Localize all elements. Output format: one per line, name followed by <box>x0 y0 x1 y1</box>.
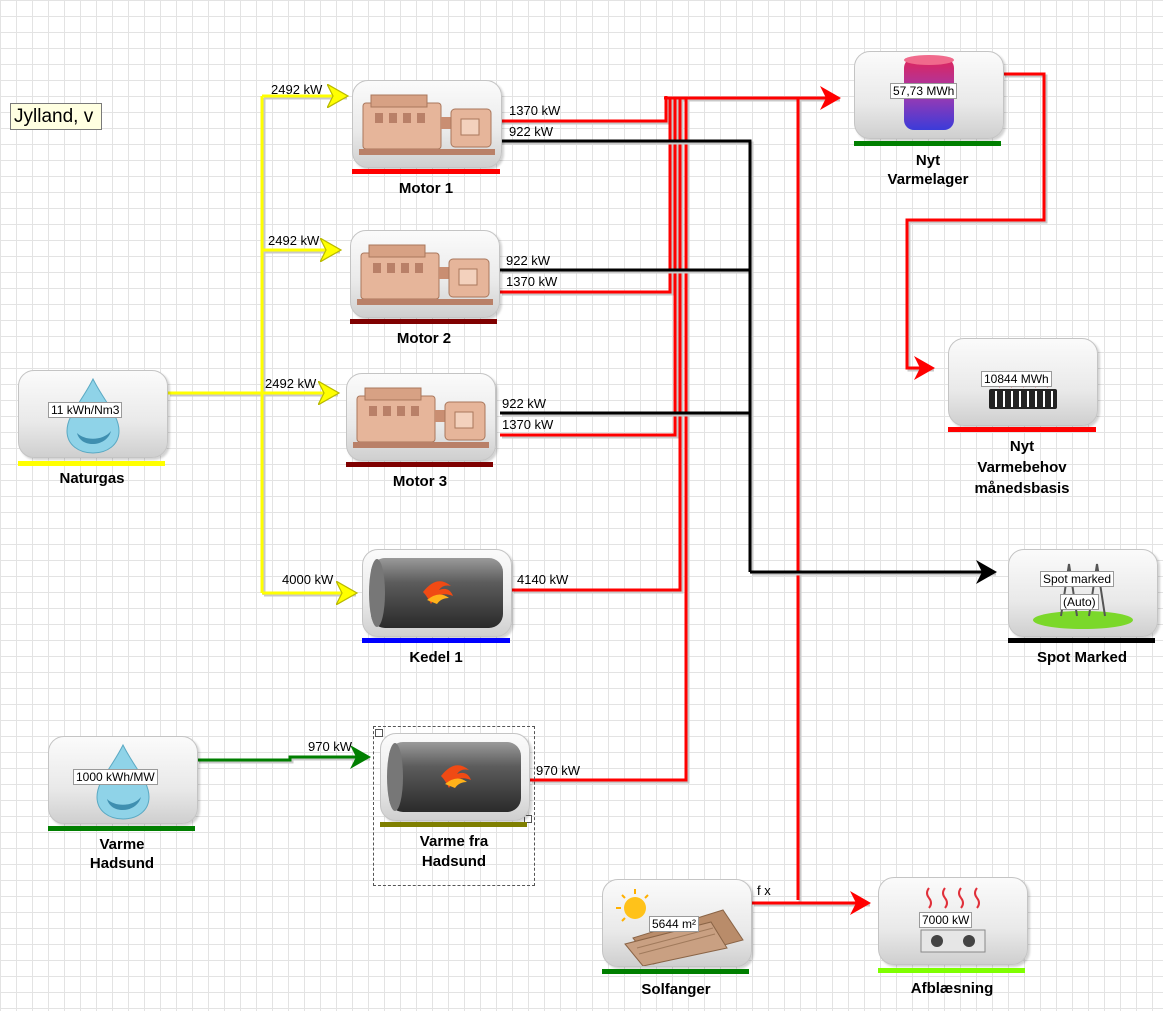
varmebehov-value: 10844 MWh <box>981 371 1052 387</box>
sun-icon <box>616 889 649 922</box>
kedel1-heat-line <box>512 98 682 592</box>
motor3-bar <box>346 462 493 467</box>
flow-label-gas-motor3: 2492 kW <box>265 376 317 391</box>
spot-marked-value-line1: Spot marked <box>1040 571 1115 587</box>
varmebehov-label-line2: Varmebehov <box>977 459 1067 476</box>
flow-label-motor2-power: 922 kW <box>506 253 551 268</box>
motor1-tile[interactable] <box>352 80 502 168</box>
varmelager-label-line2: Varmelager <box>887 171 969 188</box>
motor1-bar <box>352 169 500 174</box>
varme-fra-hadsund-label-line2: Hadsund <box>421 853 487 870</box>
motor1-heat-line <box>500 96 668 123</box>
flow-label-hadsund-heat: 970 kW <box>536 763 581 778</box>
varme-fra-hadsund-bar <box>380 822 527 827</box>
motor2-bar <box>350 319 497 324</box>
motor1-label: Motor 1 <box>398 180 454 197</box>
varmebehov-tile[interactable]: 10844 MWh <box>948 338 1098 426</box>
motor3-tile[interactable] <box>346 373 496 461</box>
motor3-heat-line <box>500 98 677 437</box>
kedel1-tile[interactable] <box>362 549 512 637</box>
flow-label-motor1-power: 922 kW <box>509 124 554 139</box>
afblaesning-label: Afblæsning <box>910 980 994 997</box>
flow-label-solfanger-fx: f x <box>757 883 771 898</box>
storage-to-demand-line <box>905 72 1046 380</box>
motor2-heat-line <box>500 98 672 294</box>
afblaesning-value: 7000 kW <box>919 912 973 928</box>
resize-handle-bottom-right[interactable] <box>524 815 532 823</box>
engine-icon <box>356 244 494 306</box>
motor3-label: Motor 3 <box>392 473 448 490</box>
kedel1-bar <box>362 638 510 643</box>
power-grid-icon <box>1033 563 1133 629</box>
spot-marked-tile[interactable]: Spot marked (Auto) <box>1008 549 1158 637</box>
flow-label-kedel1-heat: 4140 kW <box>517 572 569 587</box>
afblaesning-tile[interactable]: 7000 kW <box>878 877 1028 965</box>
naturgas-label: Naturgas <box>59 470 125 487</box>
motor2-label: Motor 2 <box>396 330 452 347</box>
solfanger-tile[interactable]: 5644 m² <box>602 879 752 967</box>
hadsund-heat-line <box>530 98 688 782</box>
varmelager-label-line1: Nyt <box>915 152 941 169</box>
flow-label-hadsund-in: 970 kW <box>308 739 353 754</box>
afblaesning-bar <box>878 968 1025 973</box>
spot-marked-label: Spot Marked <box>1036 649 1127 666</box>
flow-label-gas-kedel1: 4000 kW <box>282 572 334 587</box>
solfanger-bar <box>602 969 749 974</box>
varme-hadsund-tile[interactable]: 1000 kWh/MW <box>48 736 198 824</box>
flow-label-motor3-heat: 1370 kW <box>502 417 554 432</box>
motor1-power-line <box>500 139 752 572</box>
varme-hadsund-bar <box>48 826 195 831</box>
varme-fra-hadsund-tile[interactable] <box>380 733 530 821</box>
flow-label-gas-motor1: 2492 kW <box>271 82 323 97</box>
hadsund-supply-line <box>197 745 371 769</box>
resize-handle-top-left[interactable] <box>375 729 383 737</box>
flow-label-motor1-heat: 1370 kW <box>509 103 561 118</box>
varmebehov-label-line1: Nyt <box>1009 438 1035 455</box>
varmelager-value: 57,73 MWh <box>890 83 958 99</box>
naturgas-tile[interactable]: 11 kWh/Nm3 <box>18 370 168 458</box>
varme-hadsund-label-line1: Varme <box>99 836 145 853</box>
engine-icon <box>358 94 496 156</box>
flow-label-motor2-heat: 1370 kW <box>506 274 558 289</box>
region-label[interactable]: Jylland, v <box>10 103 102 130</box>
spot-marked-bar <box>1008 638 1155 643</box>
varme-hadsund-label-line2: Hadsund <box>89 855 155 872</box>
varme-fra-hadsund-label-line1: Varme fra <box>419 833 489 850</box>
motor2-tile[interactable] <box>350 230 500 318</box>
flow-label-gas-motor2: 2492 kW <box>268 233 320 248</box>
cooler-icon <box>920 887 986 953</box>
flow-label-motor3-power: 922 kW <box>502 396 547 411</box>
varme-hadsund-value: 1000 kWh/MW <box>73 769 158 785</box>
kedel1-label: Kedel 1 <box>409 649 463 666</box>
engine-icon <box>352 387 490 449</box>
varmebehov-bar <box>948 427 1096 432</box>
naturgas-bar <box>18 461 165 466</box>
boiler-icon <box>369 558 503 628</box>
varmelager-bar <box>854 141 1001 146</box>
selection-box <box>373 726 535 886</box>
spot-marked-value-line2: (Auto) <box>1060 594 1099 610</box>
varmelager-tile[interactable]: 57,73 MWh <box>854 51 1004 139</box>
solfanger-value: 5644 m² <box>649 916 700 932</box>
solfanger-label: Solfanger <box>641 981 711 998</box>
varmebehov-label-line3: månedsbasis <box>974 480 1070 497</box>
naturgas-value: 11 kWh/Nm3 <box>48 402 123 418</box>
boiler-icon <box>387 742 521 812</box>
